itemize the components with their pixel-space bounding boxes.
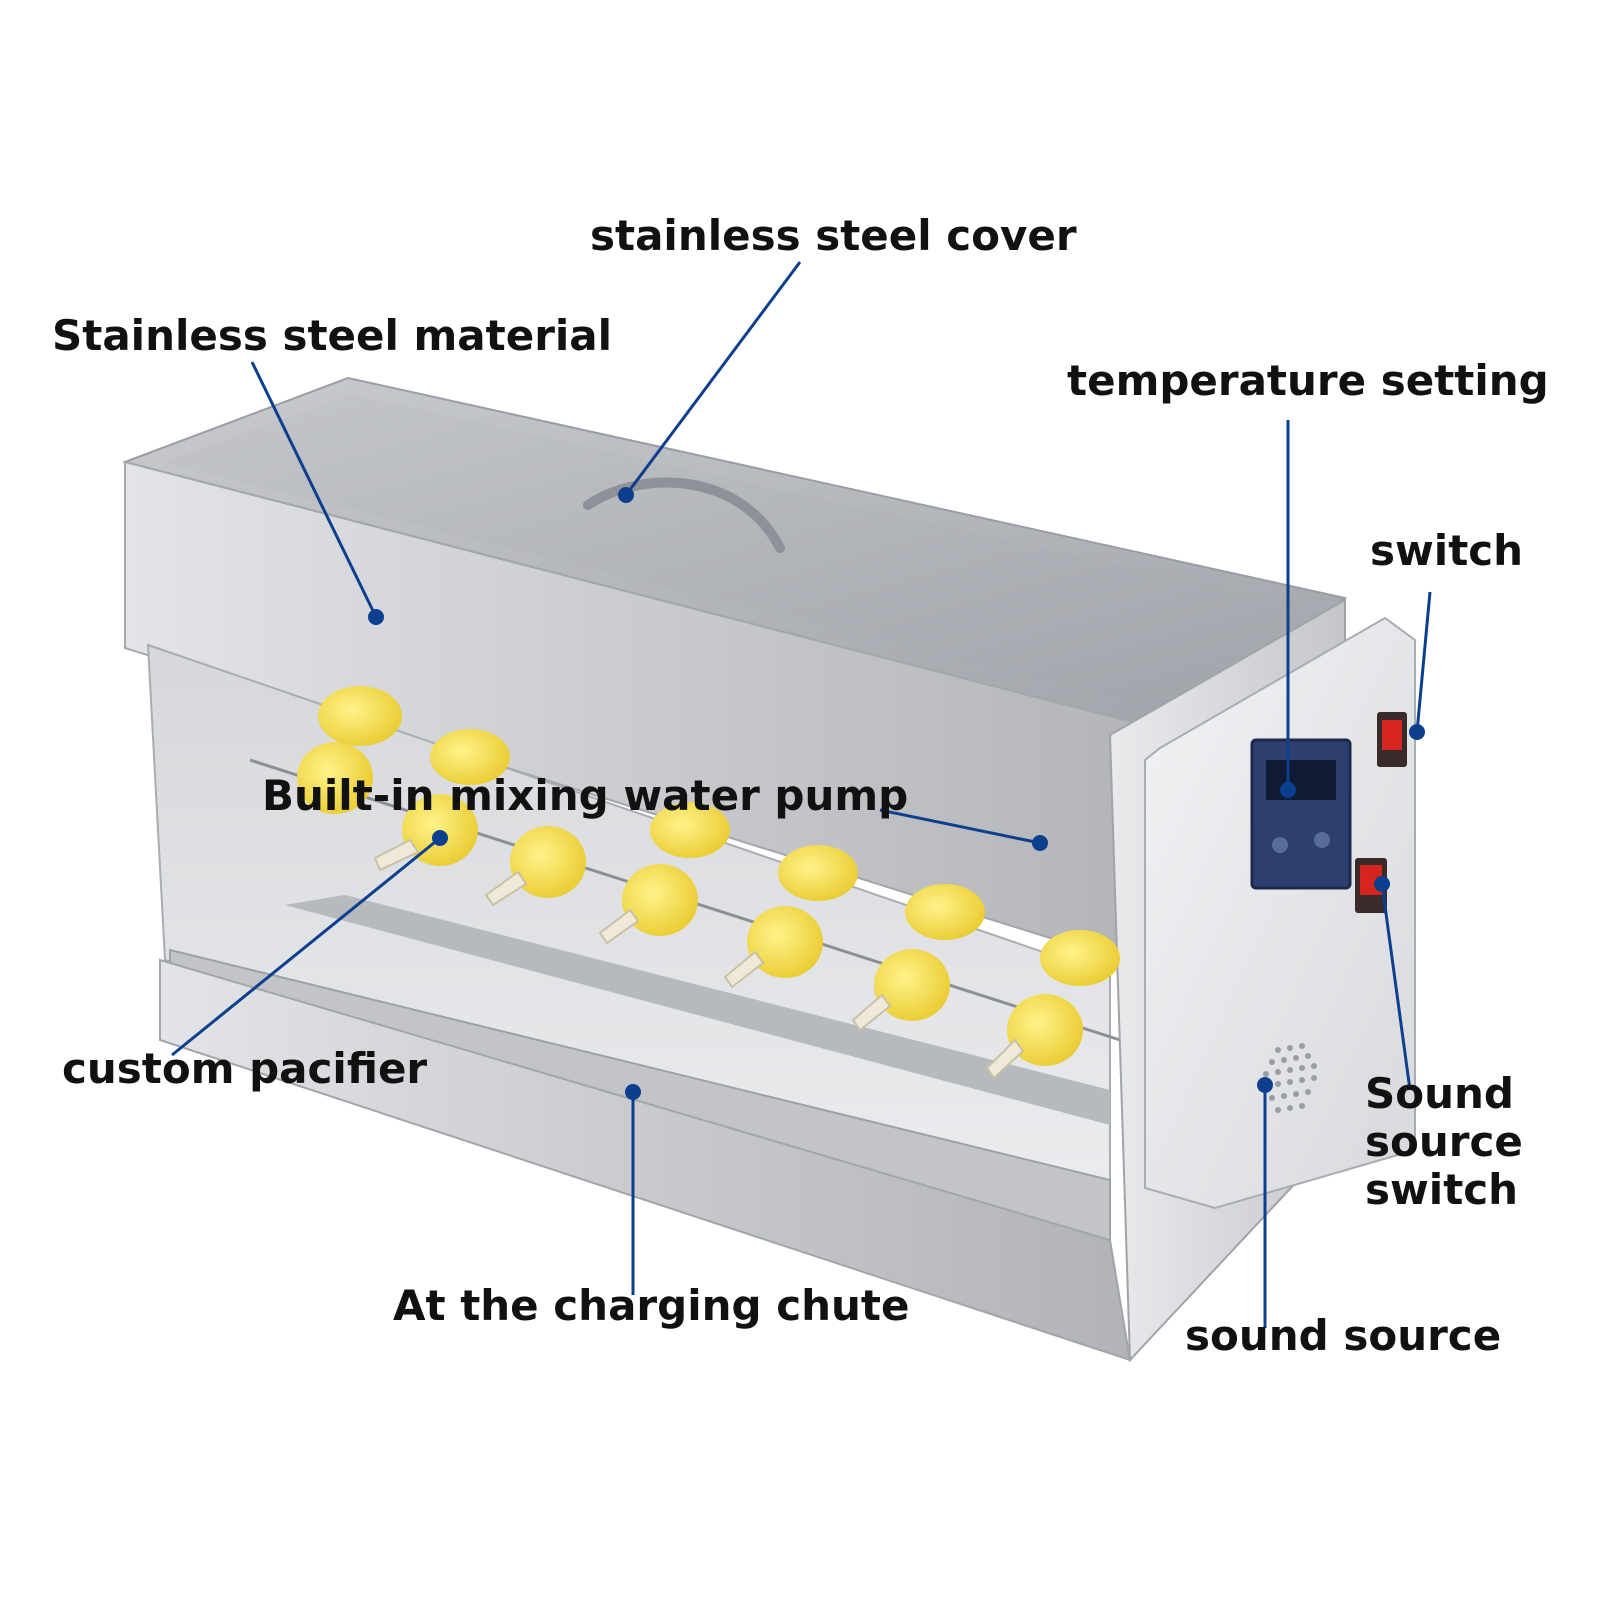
callout-chute [625,1084,641,1295]
bottle-front-1 [297,742,373,814]
callout-sound-switch [1374,876,1412,1091]
bottle-back-6 [1040,930,1120,986]
bottle-front-3 [484,826,586,907]
label-sound-source-switch-line1: Sound [1365,1069,1514,1118]
label-sound-source-switch-line2: source [1365,1117,1523,1166]
callouts [171,261,1432,1328]
bottle-front-5 [723,906,823,989]
temp-button-left[interactable] [1272,837,1288,853]
bottle-front-7 [985,994,1083,1080]
callout-pacifier [171,830,448,1057]
label-sound-source-switch: Sound source switch [1365,1070,1523,1214]
label-sound-source-switch-line3: switch [1365,1165,1519,1214]
machine-body [121,376,1416,1363]
label-switch: switch [1370,526,1524,575]
callout-temperature [1280,420,1296,798]
bottle-front-4 [598,864,698,945]
lid-handle [583,477,785,553]
temperature-digits [1266,760,1336,800]
callout-cover [618,261,802,503]
bottle-back-1 [318,686,402,746]
bottles [297,686,1120,1080]
label-temperature-setting: temperature setting [1067,356,1549,405]
callout-pump [879,808,1048,851]
stainless-lid [165,395,1305,712]
label-built-in-mixing-water-pump: Built-in mixing water pump [262,771,909,820]
label-stainless-steel-cover: stainless steel cover [590,211,1077,260]
callout-switch [1409,591,1432,740]
bottle-back-2 [430,729,510,785]
bottle-back-3 [650,802,730,858]
chute-lip [285,895,1110,1125]
label-stainless-steel-material: Stainless steel material [52,311,613,360]
label-sound-source: sound source [1185,1311,1502,1360]
power-switch-rocker [1382,720,1402,750]
label-custom-pacifier: custom pacifier [62,1044,428,1093]
callout-sound-source [1257,1077,1273,1328]
bottle-back-4 [778,845,858,901]
controls [1250,712,1407,1113]
callout-material [250,361,384,625]
label-charging-chute: At the charging chute [393,1281,910,1330]
bottle-front-6 [851,949,950,1032]
speaker-grille [1263,1043,1317,1113]
temp-button-right[interactable] [1314,832,1330,848]
bottle-back-5 [905,884,985,940]
